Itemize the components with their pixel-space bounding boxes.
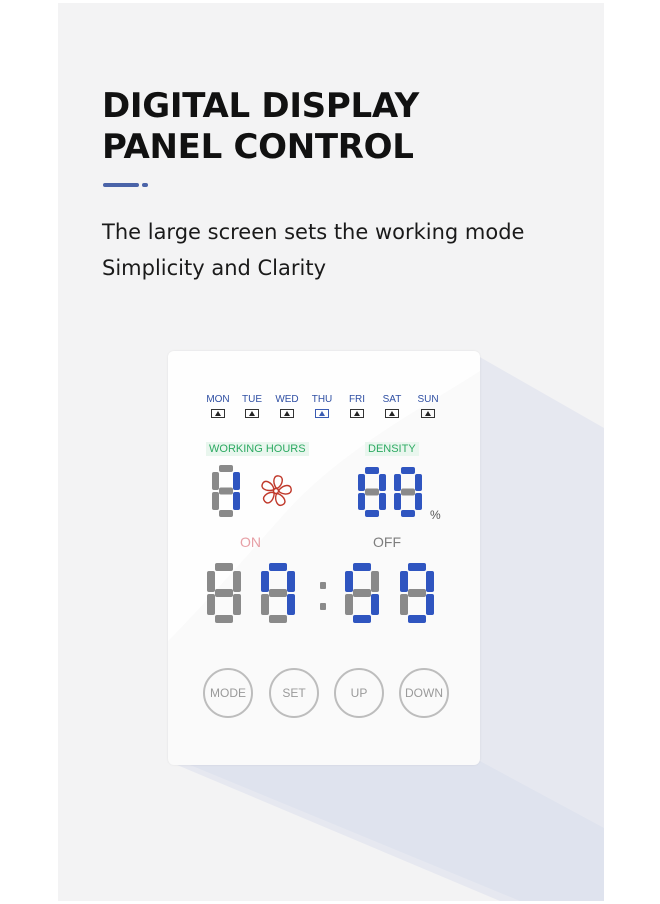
digit-segment (345, 594, 353, 615)
digit-segment (219, 510, 233, 517)
digit-segment (207, 571, 215, 592)
density-digit-1 (358, 467, 386, 517)
density-digit-2 (394, 467, 422, 517)
digit-segment (365, 467, 379, 474)
digit-segment (345, 571, 353, 592)
digit-segment (365, 488, 379, 496)
weekday-mon: MON (204, 394, 232, 418)
subtitle-line-1: The large screen sets the working mode (102, 220, 525, 244)
weekday-label: WED (275, 394, 299, 405)
digit-segment (426, 594, 434, 615)
digit-segment (233, 594, 241, 615)
digit-segment (358, 474, 365, 491)
digit-segment (401, 467, 415, 474)
digit-segment (394, 493, 401, 510)
weekday-row: MON TUE WED THU FRI SAT SUN (204, 394, 444, 424)
digit-segment (207, 594, 215, 615)
weekday-indicator-icon (245, 409, 259, 418)
fan-icon (261, 475, 292, 507)
weekday-indicator-icon (315, 409, 329, 418)
weekday-indicator-icon (350, 409, 364, 418)
digit-segment (379, 493, 386, 510)
weekday-fri: FRI (343, 394, 371, 418)
digit-segment (353, 615, 371, 623)
weekday-label: SAT (382, 394, 402, 405)
weekday-indicator-icon (280, 409, 294, 418)
mode-button[interactable]: MODE (203, 668, 253, 718)
weekday-label: TUE (242, 394, 262, 405)
set-button[interactable]: SET (269, 668, 319, 718)
digit-segment (426, 571, 434, 592)
digit-segment (353, 589, 371, 597)
weekday-indicator-icon (421, 409, 435, 418)
weekday-label: THU (311, 394, 333, 405)
digit-segment (371, 594, 379, 615)
digit-segment (215, 563, 233, 571)
digit-segment (415, 474, 422, 491)
digit-segment (408, 589, 426, 597)
on-label: ON (240, 534, 261, 550)
working-hours-label: WORKING HOURS (206, 442, 309, 456)
digit-segment (261, 571, 269, 592)
digit-segment (353, 563, 371, 571)
digit-segment (233, 472, 240, 490)
off-label: OFF (373, 534, 401, 550)
digit-segment (365, 510, 379, 517)
display-panel: MON TUE WED THU FRI SAT SUN WORKING HOURS DENS… (168, 351, 480, 765)
digit-segment (408, 563, 426, 571)
digit-segment (219, 465, 233, 472)
weekday-sun: SUN (414, 394, 442, 418)
weekday-label: MON (206, 394, 230, 405)
weekday-wed: WED (273, 394, 301, 418)
digit-segment (401, 488, 415, 496)
digit-segment (215, 589, 233, 597)
page-title: DIGITAL DISPLAY PANEL CONTROL (102, 86, 419, 168)
accent-underline (103, 183, 148, 187)
working-hours-digit (212, 465, 240, 517)
digit-segment (394, 474, 401, 491)
digit-segment (219, 487, 233, 495)
subtitle: The large screen sets the working mode S… (102, 214, 524, 286)
title-line-2: PANEL CONTROL (102, 127, 414, 167)
time-digit-1 (207, 563, 241, 623)
digit-segment (261, 594, 269, 615)
digit-segment (233, 571, 241, 592)
time-digit-3 (345, 563, 379, 623)
weekday-indicator-icon (385, 409, 399, 418)
digit-segment (212, 492, 219, 510)
digit-segment (371, 571, 379, 592)
weekday-label: SUN (417, 394, 439, 405)
digit-display (207, 465, 434, 623)
title-line-1: DIGITAL DISPLAY (102, 86, 419, 126)
weekday-thu: THU (308, 394, 336, 418)
weekday-label: FRI (348, 394, 366, 405)
digit-segment (379, 474, 386, 491)
digit-segment (415, 493, 422, 510)
digit-segment (269, 589, 287, 597)
weekday-tue: TUE (238, 394, 266, 418)
digit-segment (269, 615, 287, 623)
time-digit-2 (261, 563, 295, 623)
time-colon (320, 582, 326, 610)
digit-segment (358, 493, 365, 510)
weekday-indicator-icon (211, 409, 225, 418)
percent-sign: % (430, 508, 441, 522)
digit-segment (287, 594, 295, 615)
digit-segment (400, 594, 408, 615)
digit-segment (408, 615, 426, 623)
digit-segment (233, 492, 240, 510)
digit-segment (401, 510, 415, 517)
digit-segment (269, 563, 287, 571)
digit-segment (287, 571, 295, 592)
density-label: DENSITY (365, 442, 419, 456)
time-digit-4 (400, 563, 434, 623)
weekday-sat: SAT (378, 394, 406, 418)
subtitle-line-2: Simplicity and Clarity (102, 256, 327, 280)
down-button[interactable]: DOWN (399, 668, 449, 718)
digit-segment (215, 615, 233, 623)
panel-gloss (168, 351, 480, 641)
up-button[interactable]: UP (334, 668, 384, 718)
digit-segment (212, 472, 219, 490)
digit-segment (400, 571, 408, 592)
